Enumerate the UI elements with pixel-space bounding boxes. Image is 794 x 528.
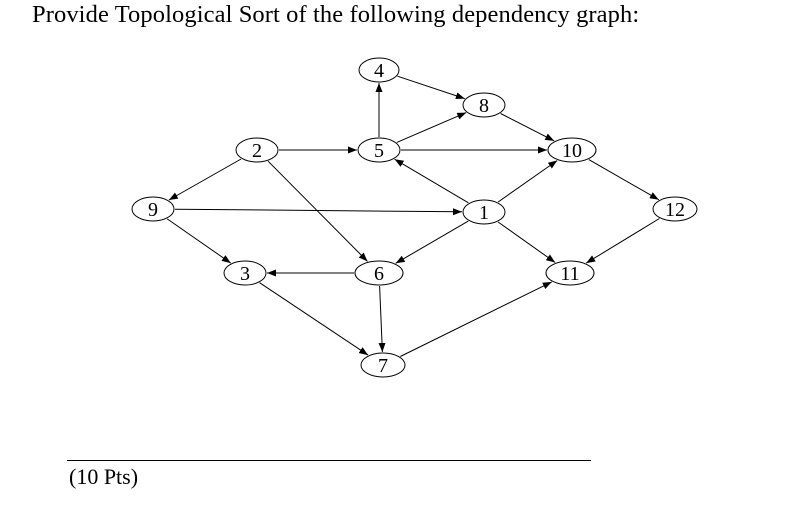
node-6: 6: [354, 260, 404, 286]
node-6-ellipse: [354, 260, 404, 286]
edge-5-to-8: [396, 112, 467, 143]
node-6-label: 6: [374, 263, 384, 285]
edge-9-to-1: [174, 208, 463, 216]
edge-1-to-11: [497, 221, 556, 263]
node-3-label: 3: [240, 263, 250, 285]
edge-4-to-8: [397, 75, 465, 100]
node-1-ellipse: [462, 199, 506, 225]
node-4-ellipse: [358, 57, 400, 83]
node-8-ellipse: [462, 92, 506, 118]
node-10-ellipse: [547, 137, 597, 163]
node-3-ellipse: [223, 260, 267, 286]
edge-3-to-7: [259, 282, 369, 356]
node-12-label: 12: [665, 199, 685, 221]
node-7-ellipse: [360, 352, 406, 378]
edge-9-to-3: [166, 218, 232, 264]
node-1-label: 1: [479, 202, 489, 224]
node-11-label: 11: [560, 263, 579, 285]
node-7-label: 7: [378, 355, 388, 377]
node-5-label: 5: [374, 140, 384, 162]
node-12: 12: [652, 196, 698, 222]
node-8: 8: [462, 92, 506, 118]
edge-1-to-10: [497, 160, 558, 203]
edge-2-to-6: [267, 160, 368, 262]
node-12-ellipse: [652, 196, 698, 222]
edge-6-to-7: [378, 285, 386, 353]
points-label: (10 Pts): [69, 464, 139, 489]
edge-1-to-6: [395, 220, 469, 264]
question-title: Provide Topological Sort of the followin…: [32, 1, 640, 28]
edges-layer: [166, 75, 660, 357]
node-4: 4: [358, 57, 400, 83]
edge-8-to-10: [500, 113, 555, 142]
node-9: 9: [131, 196, 175, 222]
node-10-label: 10: [562, 140, 582, 162]
node-1: 1: [462, 199, 506, 225]
edge-10-to-12: [588, 159, 660, 201]
node-9-label: 9: [148, 199, 158, 221]
node-7: 7: [360, 352, 406, 378]
node-11: 11: [545, 260, 595, 286]
edge-7-to-11: [400, 281, 553, 357]
node-10: 10: [547, 137, 597, 163]
node-3: 3: [223, 260, 267, 286]
edge-2-to-9: [168, 158, 242, 201]
node-5-ellipse: [357, 137, 401, 163]
node-8-label: 8: [479, 95, 489, 117]
edge-12-to-11: [585, 218, 660, 264]
node-2-ellipse: [235, 137, 279, 163]
answer-line[interactable]: [67, 460, 591, 461]
node-2-label: 2: [252, 140, 262, 162]
node-11-ellipse: [545, 260, 595, 286]
edge-1-to-5: [394, 158, 469, 204]
node-9-ellipse: [131, 196, 175, 222]
node-2: 2: [235, 137, 279, 163]
node-4-label: 4: [374, 60, 384, 82]
node-5: 5: [357, 137, 401, 163]
